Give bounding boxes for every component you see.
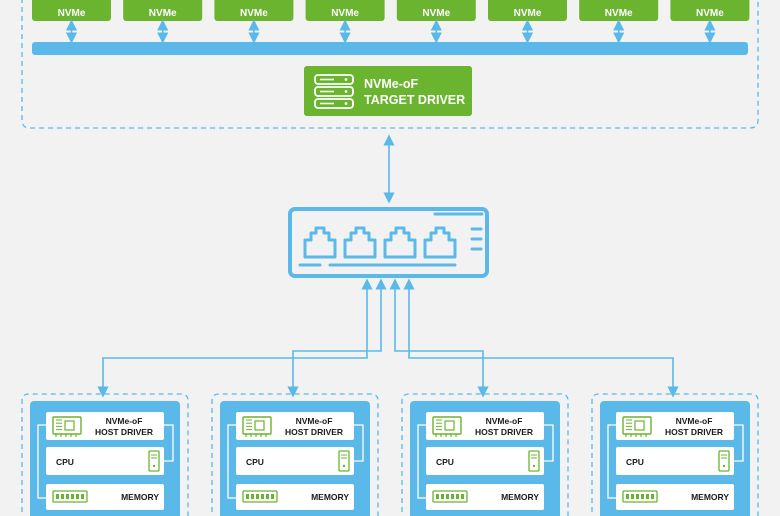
host-internal-bus (354, 424, 364, 462)
host-memory-label: MEMORY (121, 492, 159, 502)
network-switch-icon (288, 207, 489, 278)
host-internal-bus (544, 424, 554, 462)
host-enclosure (21, 393, 189, 516)
host-internal-bus (734, 424, 744, 462)
network-card-icon (622, 416, 652, 437)
nvme-drive-label: NVMe (422, 8, 450, 19)
host-enclosure (401, 393, 569, 516)
network-card-icon (52, 416, 82, 437)
host-memory-label: MEMORY (691, 492, 729, 502)
cpu-tower-icon (528, 450, 540, 472)
memory-module-icon (52, 490, 88, 503)
nvme-drive: NVMe (123, 0, 203, 44)
nvme-drive: NVMe (396, 0, 476, 44)
host-cpu-box (46, 447, 164, 475)
target-driver-line2: TARGET DRIVER (364, 93, 465, 107)
nvme-drive: NVMe (579, 0, 659, 44)
nvme-drive: NVMe (214, 0, 294, 44)
nvme-drive: NVMe (488, 0, 567, 44)
host-driver-box (236, 412, 354, 440)
nvme-drive: NVMe (32, 0, 111, 44)
host-internal-bus (607, 424, 616, 499)
host-cpu-label: CPU (626, 457, 644, 467)
host-driver-box (426, 412, 544, 440)
target-driver-line1: NVMe-oF (364, 77, 419, 91)
host-cpu-label: CPU (56, 457, 74, 467)
ethernet-port-icon (303, 226, 337, 259)
host-internal-bus (164, 424, 174, 462)
ethernet-port-icon (343, 226, 377, 259)
storage-bus (32, 42, 748, 55)
server-icon (314, 74, 354, 109)
host-driver-line2: HOST DRIVER (95, 427, 153, 437)
ethernet-port-icon (383, 226, 417, 259)
host-driver-line2: HOST DRIVER (665, 427, 723, 437)
host-cpu-box (426, 447, 544, 475)
host-driver-line2: HOST DRIVER (475, 427, 533, 437)
host-driver-line1: NVMe-oF (676, 416, 713, 426)
switch-host-link (97, 278, 373, 398)
host-cpu-box (236, 447, 354, 475)
ethernet-port-icon (423, 226, 457, 259)
nvme-drive: NVMe (670, 0, 750, 44)
host-driver-line1: NVMe-oF (106, 416, 143, 426)
host-cpu-box (616, 447, 734, 475)
cpu-tower-icon (148, 450, 160, 472)
nvme-drive-label: NVMe (240, 8, 268, 19)
nvme-drive-row: NVMe NVMe NVMe NVMe NVMe NVMe NVMe NVMe (32, 0, 750, 44)
host-enclosure (591, 393, 759, 516)
host-memory-label: MEMORY (501, 492, 539, 502)
host-driver-line1: NVMe-oF (486, 416, 523, 426)
nvme-drive-label: NVMe (149, 8, 177, 19)
host-driver-line1: NVMe-oF (296, 416, 333, 426)
memory-module-icon (242, 490, 278, 503)
network-card-icon (242, 416, 272, 437)
nvme-drive-label: NVMe (331, 8, 359, 19)
host-memory-label: MEMORY (311, 492, 349, 502)
nvme-drive: NVMe (305, 0, 385, 44)
switch-host-link (287, 278, 387, 398)
host-internal-bus (417, 424, 426, 499)
nvme-drive-label: NVMe (514, 8, 542, 19)
nvme-drive-label: NVMe (58, 8, 86, 19)
host-internal-bus (37, 424, 46, 499)
host-internal-bus (227, 424, 236, 499)
host-enclosure (211, 393, 379, 516)
memory-module-icon (622, 490, 658, 503)
target-driver-box: NVMe-oF TARGET DRIVER (304, 66, 472, 116)
switch-host-links (97, 278, 679, 398)
storage-enclosure (21, 0, 759, 129)
nvme-drive-label: NVMe (605, 8, 633, 19)
network-card-icon (432, 416, 462, 437)
host-driver-line2: HOST DRIVER (285, 427, 343, 437)
host-cpu-label: CPU (246, 457, 264, 467)
switch-host-link (403, 278, 679, 398)
host-cpu-label: CPU (436, 457, 454, 467)
cpu-tower-icon (718, 450, 730, 472)
host-driver-box (616, 412, 734, 440)
cpu-tower-icon (338, 450, 350, 472)
memory-module-icon (432, 490, 468, 503)
nvme-drive-label: NVMe (696, 8, 724, 19)
host-driver-box (46, 412, 164, 440)
